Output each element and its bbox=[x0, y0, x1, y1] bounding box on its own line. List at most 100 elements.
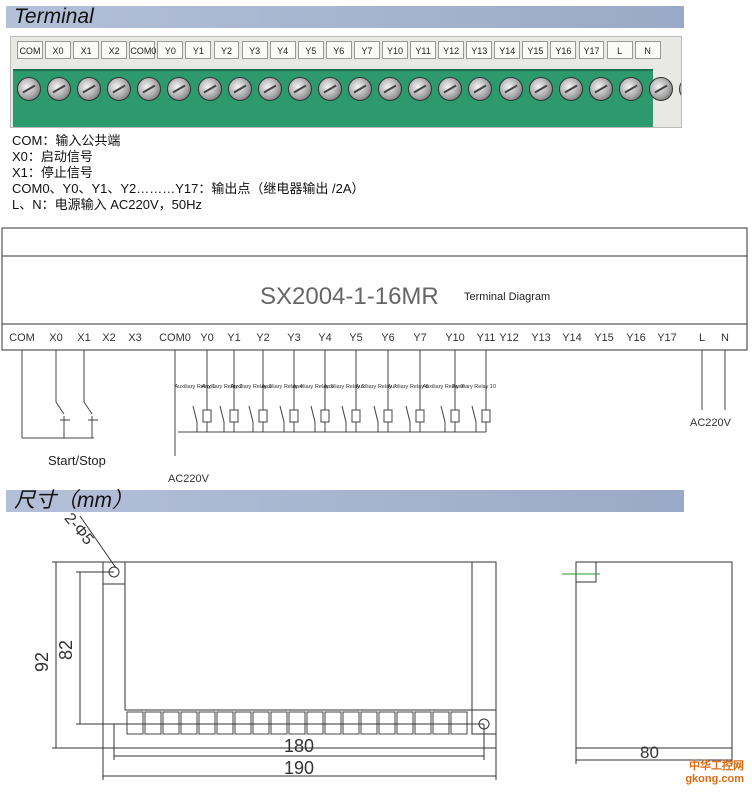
terminal-slot bbox=[414, 711, 432, 735]
wiring-terminal-label: X0 bbox=[49, 332, 62, 344]
watermark-line1: 中华工控网 bbox=[689, 760, 744, 772]
terminal-screw bbox=[408, 77, 433, 101]
terminal-slot bbox=[432, 711, 450, 735]
terminal-screw bbox=[558, 77, 583, 101]
wiring-terminal-label: COM bbox=[9, 332, 35, 344]
terminal-label: Y2 bbox=[213, 41, 240, 59]
terminal-screw bbox=[77, 77, 102, 101]
relay-contact bbox=[279, 405, 285, 423]
terminal-label: Y12 bbox=[438, 41, 465, 59]
relay-contact bbox=[219, 405, 225, 423]
wiring-terminal-label: Y12 bbox=[499, 332, 519, 344]
relay-coil bbox=[481, 409, 491, 423]
wiring-terminal-label: X2 bbox=[102, 332, 115, 344]
relay-contact bbox=[471, 405, 477, 423]
terminal-section-title: Terminal bbox=[14, 5, 94, 28]
terminal-slot bbox=[378, 711, 396, 735]
hole-dimension: 2-Φ5 bbox=[61, 512, 97, 548]
wiring-terminal-label: Y4 bbox=[318, 332, 331, 344]
bottom-terminal-strip bbox=[126, 711, 468, 735]
terminal-screw bbox=[227, 77, 252, 101]
side-view-tab bbox=[575, 561, 597, 583]
height-inner-label: 82 bbox=[56, 640, 76, 660]
wiring-terminal-label: Y13 bbox=[531, 332, 551, 344]
side-view-outline bbox=[575, 561, 733, 749]
terminal-slot bbox=[324, 711, 342, 735]
terminal-slot bbox=[198, 711, 216, 735]
relay-contact bbox=[248, 405, 254, 423]
terminal-screw bbox=[378, 77, 403, 101]
relay-label: Auxiliary Relay 1 bbox=[175, 384, 216, 390]
terminal-section-header: Terminal bbox=[6, 6, 684, 28]
terminal-slot bbox=[180, 711, 198, 735]
dimension-section-title: 尺寸（mm） bbox=[14, 489, 133, 512]
terminal-slot bbox=[450, 711, 468, 735]
relay-contact bbox=[405, 405, 411, 423]
terminal-label: Y1 bbox=[185, 41, 212, 59]
terminal-label: Y5 bbox=[297, 41, 324, 59]
terminal-label: Y4 bbox=[269, 41, 296, 59]
wiring-terminal-label: Y0 bbox=[200, 332, 213, 344]
relay-label: Auxiliary Relay 3 bbox=[231, 384, 272, 390]
terminal-slot bbox=[360, 711, 378, 735]
width-outer-label: 190 bbox=[284, 758, 314, 778]
terminal-screw bbox=[167, 77, 192, 101]
terminal-label: Y13 bbox=[466, 41, 493, 59]
relay-label: Auxiliary Relay 9 bbox=[423, 384, 464, 390]
relay-coil bbox=[383, 409, 393, 423]
plc-outline bbox=[1, 227, 748, 351]
wiring-terminal-label: Y14 bbox=[562, 332, 582, 344]
wiring-terminal-label: Y1 bbox=[227, 332, 240, 344]
terminal-screw bbox=[528, 77, 553, 101]
terminal-label: COM bbox=[17, 41, 43, 59]
terminal-screw bbox=[648, 77, 673, 101]
terminal-label: Y3 bbox=[241, 41, 268, 59]
terminal-screw bbox=[468, 77, 493, 101]
relay-coil bbox=[202, 409, 212, 423]
terminal-slot bbox=[216, 711, 234, 735]
wiring-terminal-label: L bbox=[699, 332, 705, 344]
height-outer-label: 92 bbox=[32, 652, 52, 672]
terminal-slot bbox=[342, 711, 360, 735]
terminal-screw bbox=[348, 77, 373, 101]
wiring-terminal-label: Y3 bbox=[287, 332, 300, 344]
width-inner-label: 180 bbox=[284, 736, 314, 756]
description-line: X1：停止信号 bbox=[12, 165, 93, 180]
wiring-terminal-label: Y2 bbox=[256, 332, 269, 344]
wiring-terminal-label: Y11 bbox=[477, 332, 496, 344]
terminal-label: Y10 bbox=[382, 41, 408, 59]
wiring-terminal-label: Y5 bbox=[349, 332, 362, 344]
relay-contact bbox=[310, 405, 316, 423]
wiring-terminal-label: Y7 bbox=[413, 332, 426, 344]
depth-label: 80 bbox=[640, 743, 659, 762]
terminal-slot bbox=[126, 711, 144, 735]
terminal-screw bbox=[498, 77, 523, 101]
wiring-terminal-label: Y10 bbox=[445, 332, 465, 344]
watermark-line2: gkong.com bbox=[685, 773, 744, 785]
relay-contact bbox=[192, 405, 198, 423]
terminal-slot bbox=[234, 711, 252, 735]
relay-coil bbox=[320, 409, 330, 423]
terminal-label: Y0 bbox=[157, 41, 184, 59]
wiring-terminal-label: N bbox=[721, 332, 729, 344]
terminal-label: Y17 bbox=[578, 41, 605, 59]
terminal-screw bbox=[588, 77, 613, 101]
relay-contact bbox=[440, 405, 446, 423]
description-line: COM：输入公共端 bbox=[12, 133, 121, 148]
dimension-drawing: 2-Φ5 92 82 180 190 80 bbox=[32, 512, 733, 780]
terminal-label: N bbox=[634, 41, 661, 59]
terminal-screw bbox=[287, 77, 312, 101]
terminal-screw bbox=[317, 77, 342, 101]
terminal-label: Y11 bbox=[410, 41, 436, 59]
wiring-terminal-label: Y16 bbox=[626, 332, 646, 344]
relay-coil bbox=[415, 409, 425, 423]
terminal-label: Y16 bbox=[550, 41, 577, 59]
plc-model: SX2004-1-16MR bbox=[260, 283, 439, 310]
relay-label: Auxiliary Relay 6 bbox=[324, 384, 365, 390]
wiring-terminal-label: Y15 bbox=[594, 332, 614, 344]
